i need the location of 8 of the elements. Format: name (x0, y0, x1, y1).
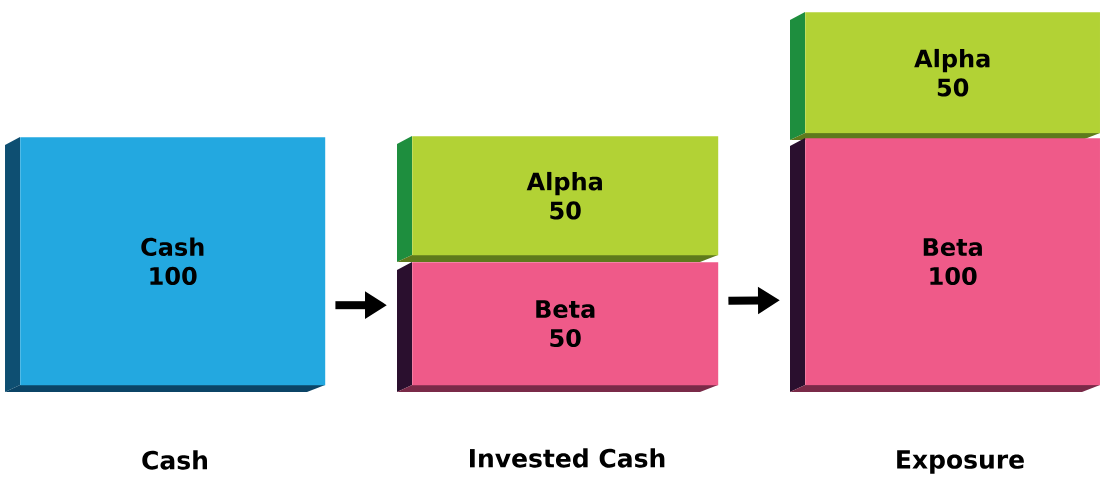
caption: Invested Cash (470, 448, 665, 468)
block: Alpha 50 (397, 136, 719, 262)
block: Beta 50 (397, 262, 719, 392)
caption: Exposure (897, 450, 1024, 474)
block: Alpha 50 (790, 12, 1100, 140)
block: Cash 100 (5, 137, 326, 392)
caption: Cash (142, 450, 207, 470)
block: Beta 100 (790, 138, 1100, 392)
